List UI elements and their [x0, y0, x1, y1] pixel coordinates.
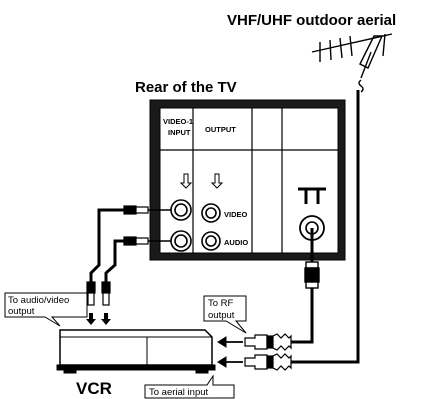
- aerial-title: VHF/UHF outdoor aerial: [227, 12, 396, 29]
- video-input-jack: [170, 199, 192, 221]
- rca-plug-icon: [86, 281, 96, 306]
- callout-av-output: [4, 292, 88, 327]
- audio-input-jack: [170, 230, 192, 252]
- rf-plug-icon: [304, 228, 320, 289]
- input-label: INPUT: [168, 128, 191, 137]
- aerial-cable: [291, 90, 360, 364]
- callout-av-line1: To audio/video: [8, 295, 69, 306]
- callout-aerial-input-text: To aerial input: [149, 387, 209, 398]
- vcr-unit: [56, 329, 216, 374]
- audio-output-jack: [201, 231, 221, 251]
- video-jack-label: VIDEO: [224, 210, 248, 219]
- callout-rf-line2: output: [208, 310, 235, 321]
- rf-cable: [291, 288, 314, 344]
- rear-tv-title: Rear of the TV: [135, 79, 237, 96]
- av-cable: [89, 208, 124, 282]
- callout-rf-line1: To RF: [208, 298, 234, 309]
- rf-plug-icon: [244, 353, 292, 371]
- audio-jack-label: AUDIO: [224, 238, 248, 247]
- rf-plug-icon: [244, 333, 292, 351]
- down-arrow-icon: [210, 173, 224, 189]
- aerial-icon: [311, 33, 393, 93]
- antenna-terminal-icon: [298, 187, 326, 204]
- rca-plug-icon: [101, 281, 111, 306]
- callout-av-line2: output: [8, 306, 35, 317]
- video-output-jack: [201, 203, 221, 223]
- callout-rf-output: [203, 295, 247, 334]
- left-arrow-icon: [217, 336, 243, 368]
- down-arrow-icon: [179, 173, 193, 189]
- output-label: OUTPUT: [205, 125, 236, 134]
- callout-aerial-input: [144, 374, 235, 399]
- down-arrow-icon: [86, 313, 111, 325]
- vcr-label: VCR: [76, 379, 112, 398]
- av-cable: [104, 239, 124, 282]
- video1-label: VIDEO-1: [163, 117, 193, 126]
